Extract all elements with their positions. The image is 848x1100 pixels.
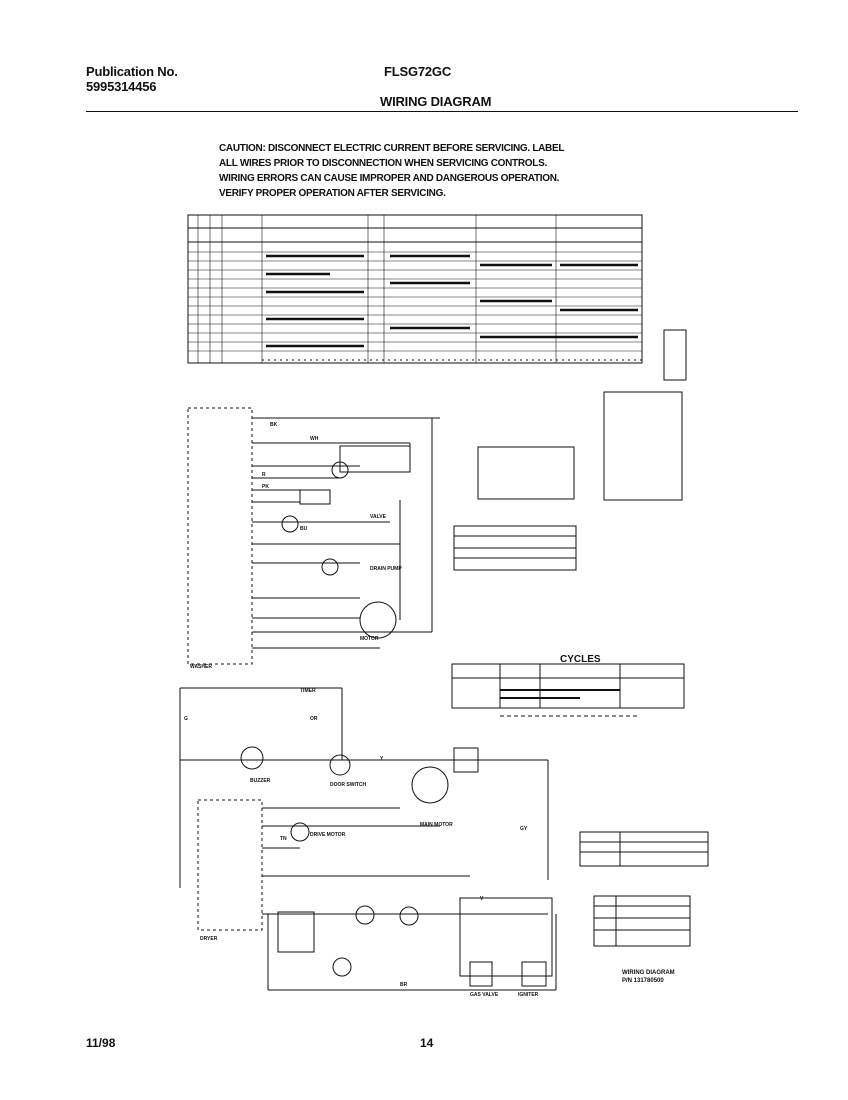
label-dryer: DRYER	[200, 936, 218, 942]
connector-box	[477, 446, 575, 500]
symbol-legend-box	[603, 391, 683, 501]
label-g: G	[184, 716, 188, 722]
label-igniter: IGNITER	[518, 992, 539, 998]
dryer-timer-box	[197, 799, 263, 931]
label-bu: BU	[300, 526, 308, 532]
label-pk: PK	[262, 484, 269, 490]
timer-chart-rows	[188, 251, 642, 352]
caution-text: CAUTION: DISCONNECT ELECTRIC CURRENT BEF…	[219, 141, 564, 201]
label-gy: GY	[520, 826, 528, 832]
door-switch-symbol	[329, 754, 351, 776]
label-gas-valve: GAS VALVE	[470, 992, 499, 998]
publication-number: 5995314456	[86, 79, 157, 94]
wire-spec-table	[593, 895, 691, 947]
page-title: WIRING DIAGRAM	[380, 94, 492, 109]
timer-chart-columns	[197, 215, 557, 363]
main-motor-symbol	[411, 766, 449, 804]
label-r: R	[262, 472, 266, 478]
wire-selector-table	[579, 831, 709, 867]
header-rule	[86, 111, 798, 112]
caution-line-1: CAUTION: DISCONNECT ELECTRIC CURRENT BEF…	[219, 143, 565, 154]
footer-page-number: 14	[420, 1036, 434, 1050]
caution-line-2: ALL WIRES PRIOR TO DISCONNECTION WHEN SE…	[219, 158, 547, 169]
label-v: V	[480, 896, 484, 902]
label-door-switch: DOOR SWITCH	[330, 782, 366, 788]
label-timer: TIMER	[300, 688, 316, 694]
label-buzzer: BUZZER	[250, 778, 271, 784]
timer-chart-frame	[187, 214, 643, 364]
label-bk: BK	[270, 422, 278, 428]
label-valve: VALVE	[370, 514, 387, 520]
wiring-diagram-label: WIRING DIAGRAM	[622, 970, 675, 976]
label-tn: TN	[280, 836, 287, 842]
model-number: FLSG72GC	[384, 64, 452, 79]
cycles-title: CYCLES	[560, 654, 601, 665]
footer-date: 11/98	[86, 1036, 116, 1050]
timer-chart-bars	[266, 254, 638, 348]
label-bro: BR	[400, 982, 408, 988]
gas-valve-box	[459, 897, 553, 977]
caution-line-3: WIRING ERRORS CAN CAUSE IMPROPER AND DAN…	[219, 173, 560, 184]
publication-label: Publication No.	[86, 64, 178, 79]
side-legend-box	[663, 329, 687, 381]
washer-motor-symbol	[359, 601, 397, 639]
caution-line-4: VERIFY PROPER OPERATION AFTER SERVICING.	[219, 188, 446, 199]
label-motor: MOTOR	[360, 636, 379, 642]
label-y: Y	[380, 756, 384, 762]
label-washer: WASHER	[190, 664, 212, 670]
label-main-motor: MAIN MOTOR	[420, 822, 453, 828]
label-or: OR	[310, 716, 318, 722]
washer-timer-box	[187, 407, 253, 665]
part-number: P/N 131780500	[622, 978, 664, 984]
label-drive-motor: DRIVE MOTOR	[310, 832, 346, 838]
label-drain-pump: DRAIN PUMP	[370, 566, 402, 572]
label-wh: WH	[310, 436, 319, 442]
cycles-table	[451, 663, 685, 709]
